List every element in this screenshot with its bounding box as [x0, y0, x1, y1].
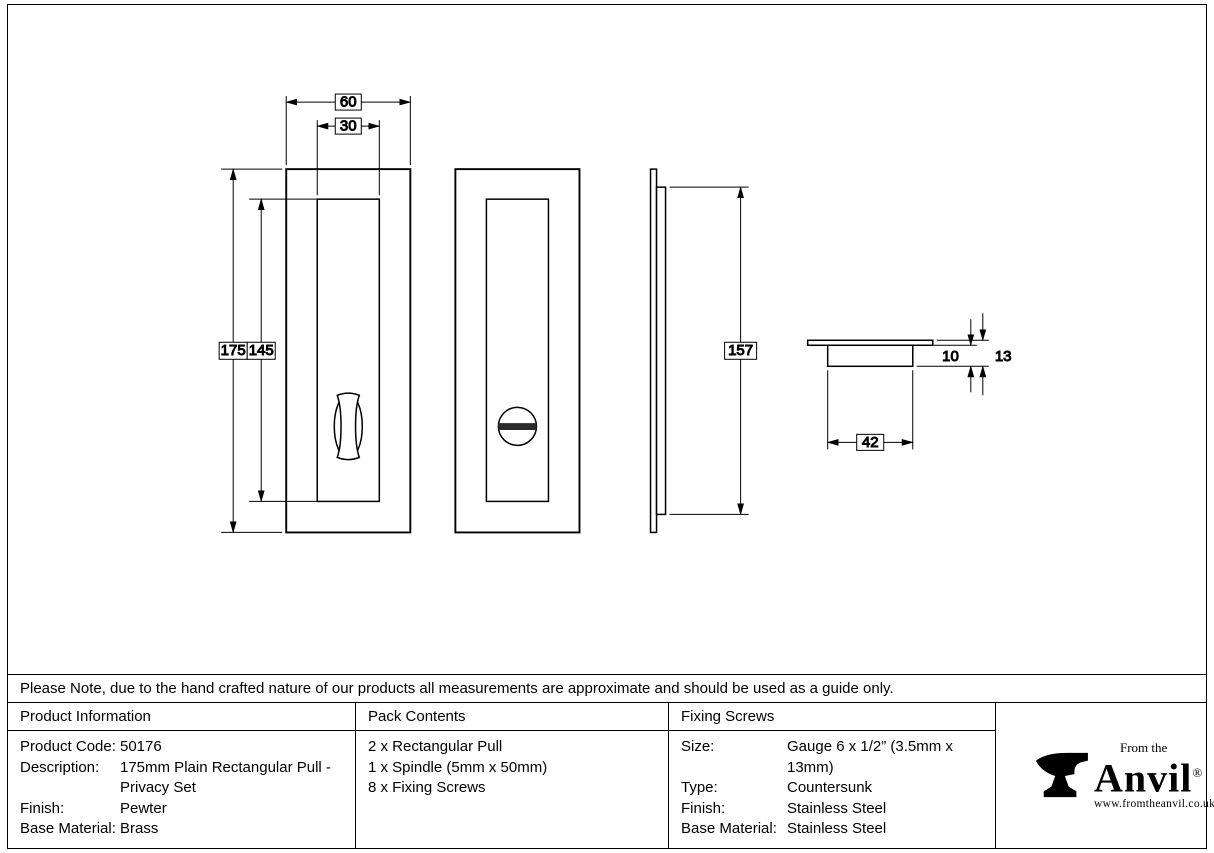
dim-145-label: 145 [249, 342, 274, 359]
table-row: Base Material: Brass [20, 819, 343, 840]
dim-145: 145 [246, 198, 318, 503]
dim-10-13: 10 13 [916, 313, 1012, 396]
anvil-icon [1036, 752, 1088, 797]
dim-13-label: 13 [995, 348, 1012, 365]
table-row: Product Code: 50176 [20, 737, 343, 758]
front-view-thumbturn-pull [285, 168, 412, 534]
row-label: Finish: [681, 799, 726, 817]
thumbturn-knob [336, 392, 361, 461]
table-row: Finish: Pewter [20, 799, 343, 820]
dim-60-label: 60 [340, 94, 357, 111]
row-value: Gauge 6 x 1/2” (3.5mm x 13mm) [787, 738, 953, 776]
row-value: Countersunk [787, 779, 873, 797]
row-label: Description: [20, 758, 100, 776]
pack-contents-body: 2 x Rectangular Pull 1 x Spindle (5mm x … [355, 731, 668, 848]
row-value: Privacy Set [120, 779, 196, 797]
note-row: Please Note, due to the hand crafted nat… [8, 673, 1206, 703]
list-item: 8 x Fixing Screws [368, 779, 486, 797]
row-label: Product Code: [20, 738, 116, 756]
dim-60: 60 [285, 93, 412, 166]
row-value: 175mm Plain Rectangular Pull - [120, 758, 331, 776]
dim-42-label: 42 [862, 434, 879, 451]
dim-10-label: 10 [942, 348, 959, 365]
brand-name: Anvil® [1094, 755, 1204, 801]
table-row: Description: 175mm Plain Rectangular Pul… [20, 758, 343, 779]
technical-drawing: 60 30 175 [218, 93, 1012, 534]
dim-175: 175 [218, 168, 283, 534]
row-value: Pewter [120, 799, 167, 817]
side-profile-view [649, 168, 667, 534]
dim-157: 157 [669, 186, 758, 516]
drawing-area: 60 30 175 [8, 5, 1206, 674]
row-label: Base Material: [20, 820, 116, 838]
top-plan-view [806, 339, 934, 368]
table-row: Type: Countersunk [681, 778, 983, 799]
row-label: Size: [681, 738, 715, 756]
brand-text-block: From the Anvil® www.fromtheanvil.co.uk [1094, 741, 1214, 810]
row-label: Type: [681, 779, 718, 797]
brand-logo: From the Anvil® www.fromtheanvil.co.uk [995, 703, 1214, 848]
table-row: Base Material: Stainless Steel [681, 819, 983, 840]
coin-slot [498, 423, 537, 430]
row-value: Stainless Steel [787, 820, 887, 838]
table-row: Privacy Set [20, 778, 343, 799]
dim-175-label: 175 [221, 342, 246, 359]
registered-mark: ® [1192, 764, 1204, 780]
product-info-body: Product Code: 50176 Description: 175mm P… [8, 731, 355, 848]
list-item: 2 x Rectangular Pull [368, 738, 503, 756]
dim-42: 42 [826, 370, 914, 451]
product-info-header: Product Information [8, 703, 355, 732]
row-value: 50176 [120, 738, 162, 756]
fixing-screws-body: Size: Gauge 6 x 1/2” (3.5mm x 13mm) Type… [668, 731, 995, 848]
row-label: Finish: [20, 799, 65, 817]
note-text: Please Note, due to the hand crafted nat… [20, 679, 894, 697]
row-value: Stainless Steel [787, 799, 887, 817]
table-row: Size: Gauge 6 x 1/2” (3.5mm x 13mm) [681, 737, 983, 778]
table-row: Finish: Stainless Steel [681, 799, 983, 820]
fixing-screws-header: Fixing Screws [668, 703, 995, 732]
brand-url: www.fromtheanvil.co.uk [1094, 798, 1214, 811]
dim-30: 30 [316, 117, 381, 196]
pack-contents-header: Pack Contents [355, 703, 668, 732]
brand-from-the: From the [1120, 739, 1168, 755]
dim-30-label: 30 [340, 118, 357, 135]
info-table: Product Information Pack Contents Fixing… [8, 702, 1214, 848]
row-label [20, 778, 120, 799]
sheet-frame: 60 30 175 [7, 4, 1214, 849]
dim-157-label: 157 [728, 342, 753, 359]
row-value: Brass [120, 820, 159, 838]
list-item: 1 x Spindle (5mm x 50mm) [368, 758, 548, 776]
row-label: Base Material: [681, 820, 777, 838]
front-view-coin-release-pull [454, 168, 581, 534]
